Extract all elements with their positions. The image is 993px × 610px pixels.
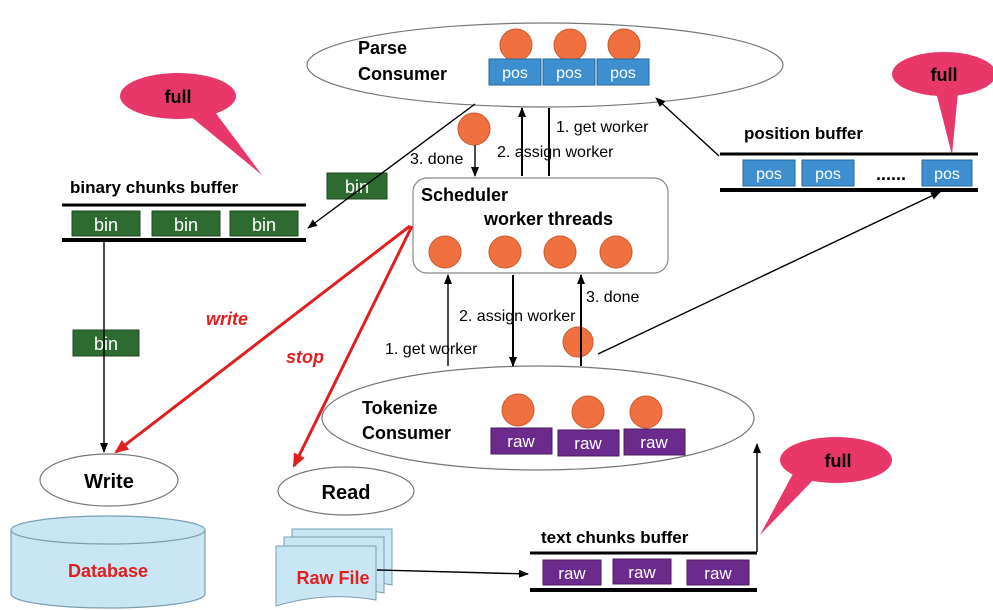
full-callout-position: full (892, 52, 993, 155)
read-node: Read (277, 466, 415, 516)
database-icon: Database (10, 515, 206, 609)
worker-thread (428, 235, 462, 269)
raw-chunk-label: raw (558, 564, 586, 583)
parse-consumer: Parse Consumer pos pos pos (306, 22, 784, 108)
top-get-worker-label: 1. get worker (556, 119, 649, 136)
raw-chunk (490, 427, 553, 455)
pos-chunk (801, 159, 855, 187)
raw-chunk (557, 429, 620, 457)
text-buffer-label: text chunks buffer (541, 528, 689, 547)
pos-chunk-label: pos (502, 65, 528, 82)
pos-chunk (542, 58, 596, 86)
pos-chunk-label: pos (934, 166, 960, 183)
write-arrow (114, 224, 411, 454)
bin-chunk-in-transit: bin (326, 172, 388, 200)
write-edge-label: write (206, 309, 248, 329)
tokenize-consumer: Tokenize Consumer raw raw raw (321, 365, 755, 471)
raw-chunk-label: raw (507, 432, 535, 451)
pos-chunk (742, 159, 796, 187)
raw-chunk-label: raw (574, 434, 602, 453)
full-callout-text: full (760, 437, 892, 535)
bin-chunk-label: bin (94, 334, 118, 354)
pos-chunk-label: pos (815, 166, 841, 183)
edge-labels: 1. get worker 2. assign worker 3. done 1… (206, 119, 649, 367)
raw-file-icon: Raw File (275, 528, 393, 607)
read-label: Read (322, 482, 371, 504)
top-done-label: 3. done (410, 151, 463, 168)
ellipsis: ...... (876, 164, 906, 184)
pos-chunk-label: pos (556, 65, 582, 82)
full-label: full (931, 65, 958, 85)
position-buffer: position buffer pos pos pos ...... (720, 124, 978, 192)
bin-chunk-label: bin (252, 215, 276, 235)
pos-chunk-label: pos (756, 166, 782, 183)
stop-edge-label: stop (286, 347, 324, 367)
write-node: Write (39, 453, 179, 507)
database-label: Database (68, 561, 148, 581)
tokenize-consumer-title-2: Consumer (362, 423, 451, 443)
full-label: full (825, 451, 852, 471)
bottom-get-worker-label: 1. get worker (385, 341, 478, 358)
bottom-done-label: 3. done (586, 289, 639, 306)
bin-chunk (229, 210, 299, 237)
worker-thread (607, 28, 641, 62)
raw-chunk (686, 559, 750, 586)
pos-chunk (596, 58, 650, 86)
parse-consumer-title-1: Parse (358, 38, 407, 58)
pos-chunk (488, 58, 542, 86)
raw-chunk-label: raw (704, 564, 732, 583)
tokenize-consumer-title-1: Tokenize (362, 398, 438, 418)
worker-thread-in-transit (562, 326, 594, 358)
binary-chunks-buffer: binary chunks buffer bin bin bin (62, 178, 306, 242)
raw-chunk-label: raw (628, 563, 656, 582)
scheduler-subtitle: worker threads (483, 209, 613, 229)
raw-chunk (612, 558, 672, 585)
worker-thread (499, 28, 533, 62)
worker-thread (501, 393, 535, 427)
bottom-assign-worker-label: 2. assign worker (459, 308, 576, 325)
worker-thread (553, 28, 587, 62)
write-label: Write (84, 471, 134, 493)
control-arrows (114, 224, 414, 468)
parse-consumer-title-2: Consumer (358, 64, 447, 84)
pos-chunk-label: pos (610, 65, 636, 82)
bin-chunk-label: bin (174, 215, 198, 235)
bin-chunk (71, 210, 141, 237)
bin-chunk-label: bin (94, 215, 118, 235)
raw-chunk (623, 428, 686, 456)
raw-chunk (542, 559, 602, 586)
stop-arrow (292, 225, 414, 468)
pos-chunk (921, 159, 973, 187)
raw-chunk-label: raw (640, 433, 668, 452)
worker-thread (488, 235, 522, 269)
scheduler-title: Scheduler (421, 185, 508, 205)
worker-thread (599, 235, 633, 269)
bin-chunk-label: bin (345, 177, 369, 197)
scheduler: Scheduler worker threads (412, 177, 669, 274)
bin-chunk-in-transit: bin (72, 329, 140, 357)
bin-chunk (151, 210, 221, 237)
worker-thread (571, 395, 605, 429)
top-assign-worker-label: 2. assign worker (497, 144, 614, 161)
flow-arrows (100, 97, 941, 578)
text-chunks-buffer: text chunks buffer raw raw raw (530, 528, 757, 592)
full-label: full (165, 87, 192, 107)
worker-thread (629, 395, 663, 429)
full-callout-binary: full (120, 73, 262, 175)
binary-buffer-label: binary chunks buffer (70, 178, 239, 197)
raw-file-label: Raw File (296, 568, 369, 588)
worker-thread-in-transit (457, 112, 491, 146)
position-buffer-label: position buffer (744, 124, 863, 143)
worker-thread (543, 235, 577, 269)
